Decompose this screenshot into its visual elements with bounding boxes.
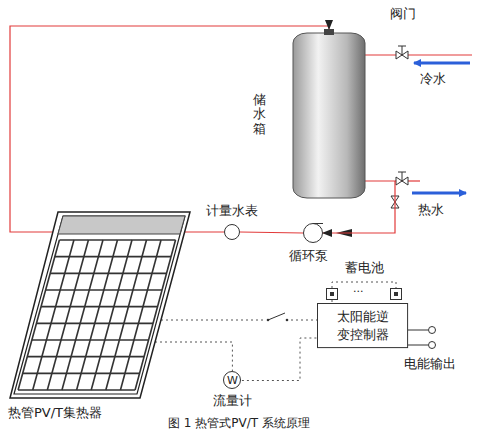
terminal bbox=[429, 327, 436, 334]
tank-cap bbox=[324, 29, 334, 35]
collector-inner-frame bbox=[14, 216, 185, 394]
cold-pipe bbox=[365, 54, 472, 55]
valve-stem bbox=[402, 46, 403, 55]
valve-symbol bbox=[391, 46, 408, 208]
free-label: 冷水 bbox=[420, 70, 446, 88]
battery-cell bbox=[327, 289, 338, 300]
battery-shape bbox=[326, 280, 402, 300]
tank-body bbox=[293, 33, 365, 198]
output-wire bbox=[408, 345, 428, 346]
node-label: 流量计 bbox=[213, 392, 252, 410]
valve-stem bbox=[402, 172, 403, 181]
signal-wire bbox=[161, 320, 317, 321]
valve-handle bbox=[398, 46, 406, 47]
header-band bbox=[58, 216, 185, 234]
switch-pivot bbox=[267, 319, 270, 322]
signal-wire bbox=[332, 300, 333, 303]
storage-tank: 储水箱 bbox=[293, 33, 365, 198]
pump-outlet bbox=[313, 223, 323, 224]
signal-wire bbox=[242, 338, 317, 381]
free-label: ... bbox=[353, 283, 364, 294]
circle-outline bbox=[224, 372, 241, 389]
flow-meter: W流量计 bbox=[223, 371, 242, 390]
signal-wire bbox=[155, 342, 232, 371]
node-label: 计量水表 bbox=[206, 202, 258, 220]
circle-outline bbox=[225, 225, 240, 240]
free-label: 电能输出 bbox=[404, 355, 456, 373]
pvt-collector: 热管PV/T集热器 bbox=[8, 210, 194, 400]
water-meter-shape bbox=[224, 224, 240, 240]
output-wire bbox=[408, 330, 428, 331]
circulation-pump-shape bbox=[303, 223, 323, 243]
battery: 蓄电池 bbox=[326, 280, 402, 300]
water-pipe bbox=[240, 232, 303, 233]
collector-frame bbox=[10, 212, 190, 398]
node-label: 循环泵 bbox=[289, 247, 328, 265]
pvt-collector-shape bbox=[8, 210, 194, 400]
terminal bbox=[429, 342, 436, 349]
inverter-controller: 太阳能逆变控制器 bbox=[317, 303, 408, 348]
node-label: W bbox=[227, 375, 238, 386]
cold-arrow bbox=[414, 62, 470, 65]
node-label: 热管PV/T集热器 bbox=[8, 404, 102, 422]
storage-tank-shape bbox=[293, 33, 365, 198]
switch-blade bbox=[268, 313, 285, 320]
battery-pole bbox=[330, 292, 334, 296]
box-outline bbox=[318, 304, 408, 348]
water-pipe bbox=[10, 26, 329, 232]
circulation-pump: 循环泵 bbox=[303, 223, 323, 243]
figure-caption: 图 1 热管式PV/T 系统原理 bbox=[0, 417, 478, 430]
valve-handle bbox=[398, 172, 406, 173]
free-label: 阀门 bbox=[390, 5, 416, 23]
node-label: 太阳能逆变控制器 bbox=[335, 308, 390, 343]
battery-link bbox=[332, 282, 396, 288]
node-label: 蓄电池 bbox=[345, 259, 384, 277]
node-label: 储水箱 bbox=[253, 93, 266, 136]
output-terminals bbox=[408, 327, 436, 349]
battery-cell bbox=[391, 289, 402, 300]
free-label: 热水 bbox=[418, 201, 444, 219]
water-meter: 计量水表 bbox=[224, 224, 240, 240]
battery-pole bbox=[394, 292, 398, 296]
hot-arrow bbox=[412, 192, 466, 195]
water-pipe bbox=[181, 231, 224, 232]
pump-outline bbox=[304, 224, 323, 243]
switch-contact bbox=[286, 319, 289, 322]
cell-grid-line bbox=[135, 240, 175, 390]
